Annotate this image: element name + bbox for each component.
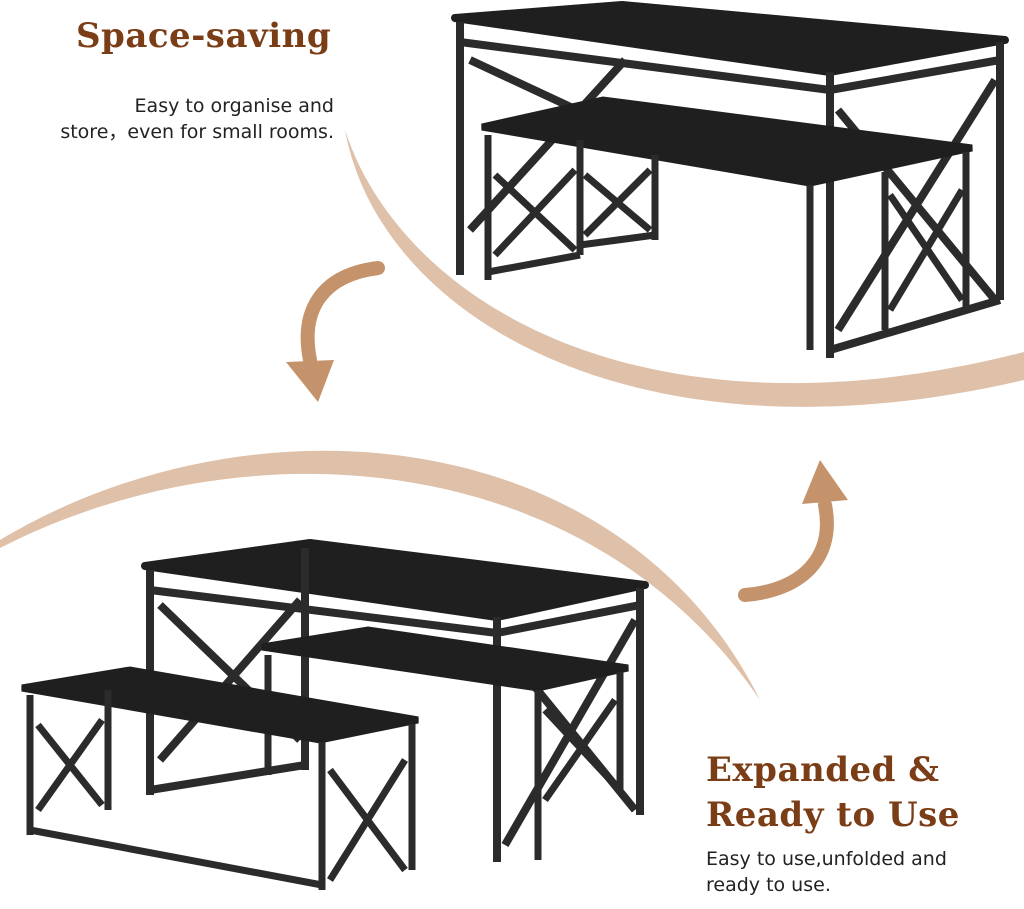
- section-description-expanded: Easy to use,unfolded and ready to use.: [706, 846, 947, 898]
- description-line: Easy to use,unfolded and: [706, 848, 947, 870]
- back-bench-top: [261, 626, 629, 692]
- swoosh-decoration-top: [345, 130, 1024, 407]
- description-line: ready to use.: [706, 874, 831, 896]
- curved-arrow-up-icon: [738, 460, 848, 602]
- title-line: Ready to Use: [706, 795, 960, 835]
- swoosh-decoration-bottom: [0, 450, 760, 700]
- front-bench-top: [21, 666, 419, 744]
- title-line: Expanded &: [706, 750, 940, 790]
- description-line: store，even for small rooms.: [60, 121, 334, 143]
- description-line: Easy to organise and: [134, 95, 334, 117]
- section-title-space-saving: Space-saving: [76, 16, 332, 56]
- curved-arrow-down-icon: [286, 261, 385, 402]
- section-description-space-saving: Easy to organise and store，even for smal…: [60, 93, 334, 145]
- table-top: [451, 1, 1009, 76]
- section-title-expanded: Expanded & Ready to Use: [706, 748, 960, 838]
- table-top: [141, 539, 649, 621]
- bench-top: [481, 96, 973, 187]
